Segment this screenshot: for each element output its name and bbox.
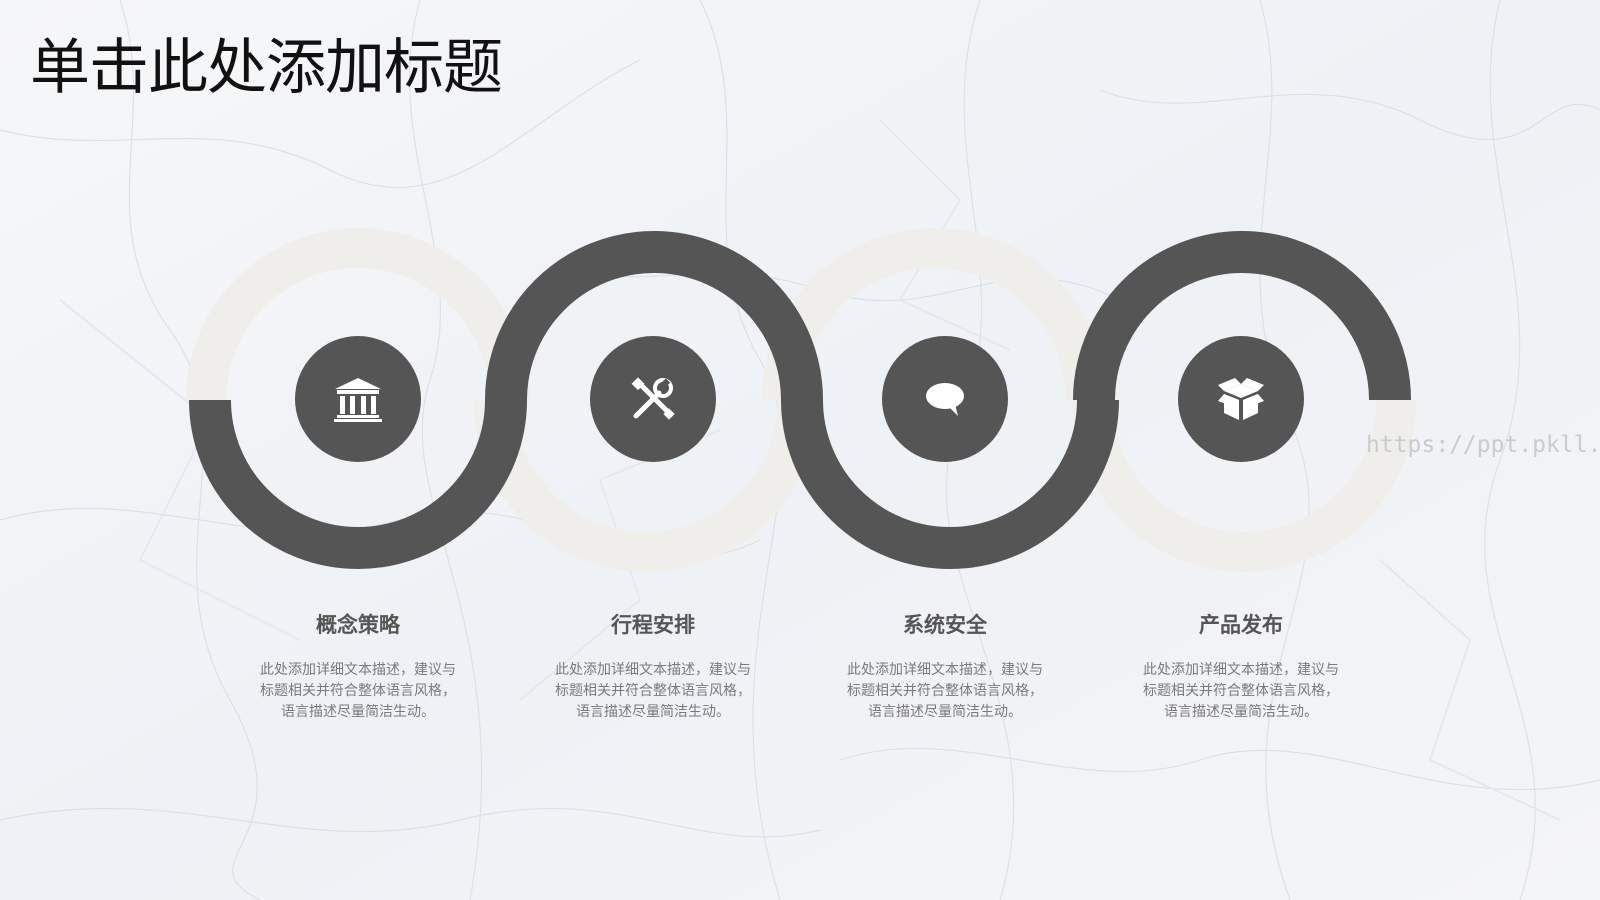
step-2: 行程安排 此处添加详细文本描述，建议与 标题相关并符合整体语言风格， 语言描述尽… [513,610,793,723]
step-description-line: 此处添加详细文本描述，建议与 [847,662,1043,678]
step-description-line: 语言描述尽量简洁生动。 [1164,704,1318,720]
step-4: 产品发布 此处添加详细文本描述，建议与 标题相关并符合整体语言风格， 语言描述尽… [1101,610,1381,723]
step-description[interactable]: 此处添加详细文本描述，建议与 标题相关并符合整体语言风格， 语言描述尽量简洁生动… [838,660,1052,723]
step-3: 系统安全 此处添加详细文本描述，建议与 标题相关并符合整体语言风格， 语言描述尽… [805,610,1085,723]
step-description[interactable]: 此处添加详细文本描述，建议与 标题相关并符合整体语言风格， 语言描述尽量简洁生动… [1134,660,1348,723]
step-description-line: 标题相关并符合整体语言风格， [847,683,1043,699]
wave-arc-4 [1073,231,1411,401]
wave-arc-3 [781,399,1119,569]
step-description-line: 标题相关并符合整体语言风格， [555,683,751,699]
step-description-line: 此处添加详细文本描述，建议与 [260,662,456,678]
step-title[interactable]: 概念策略 [316,613,400,637]
step-description[interactable]: 此处添加详细文本描述，建议与 标题相关并符合整体语言风格， 语言描述尽量简洁生动… [546,660,760,723]
step-description[interactable]: 此处添加详细文本描述，建议与 标题相关并符合整体语言风格， 语言描述尽量简洁生动… [251,660,465,723]
page-title[interactable]: 单击此处添加标题 [30,33,503,103]
ghost-ring-4 [1072,399,1416,572]
wave-arc-2 [485,231,823,401]
step-1: 概念策略 此处添加详细文本描述，建议与 标题相关并符合整体语言风格， 语言描述尽… [218,610,498,723]
step-circle-3 [882,336,1008,462]
step-circle-2 [590,336,716,462]
box-icon [1218,378,1264,420]
bank-icon [334,378,382,422]
step-title[interactable]: 系统安全 [903,613,987,637]
step-circle-4 [1178,336,1304,462]
wave-arc-1 [189,399,527,569]
step-description-line: 语言描述尽量简洁生动。 [576,704,730,720]
step-description-line: 此处添加详细文本描述，建议与 [1143,662,1339,678]
watermark-url: https://ppt.pkll.de [1366,432,1600,458]
step-description-line: 标题相关并符合整体语言风格， [1143,683,1339,699]
step-title[interactable]: 行程安排 [611,613,695,637]
ghost-ring-1 [186,228,530,401]
step-title[interactable]: 产品发布 [1199,613,1283,637]
step-circle-1 [295,336,421,462]
step-description-line: 语言描述尽量简洁生动。 [281,704,435,720]
chat-icon [926,383,964,416]
step-description-line: 语言描述尽量简洁生动。 [868,704,1022,720]
tools-icon [631,377,675,420]
step-description-line: 此处添加详细文本描述，建议与 [555,662,751,678]
step-description-line: 标题相关并符合整体语言风格， [260,683,456,699]
